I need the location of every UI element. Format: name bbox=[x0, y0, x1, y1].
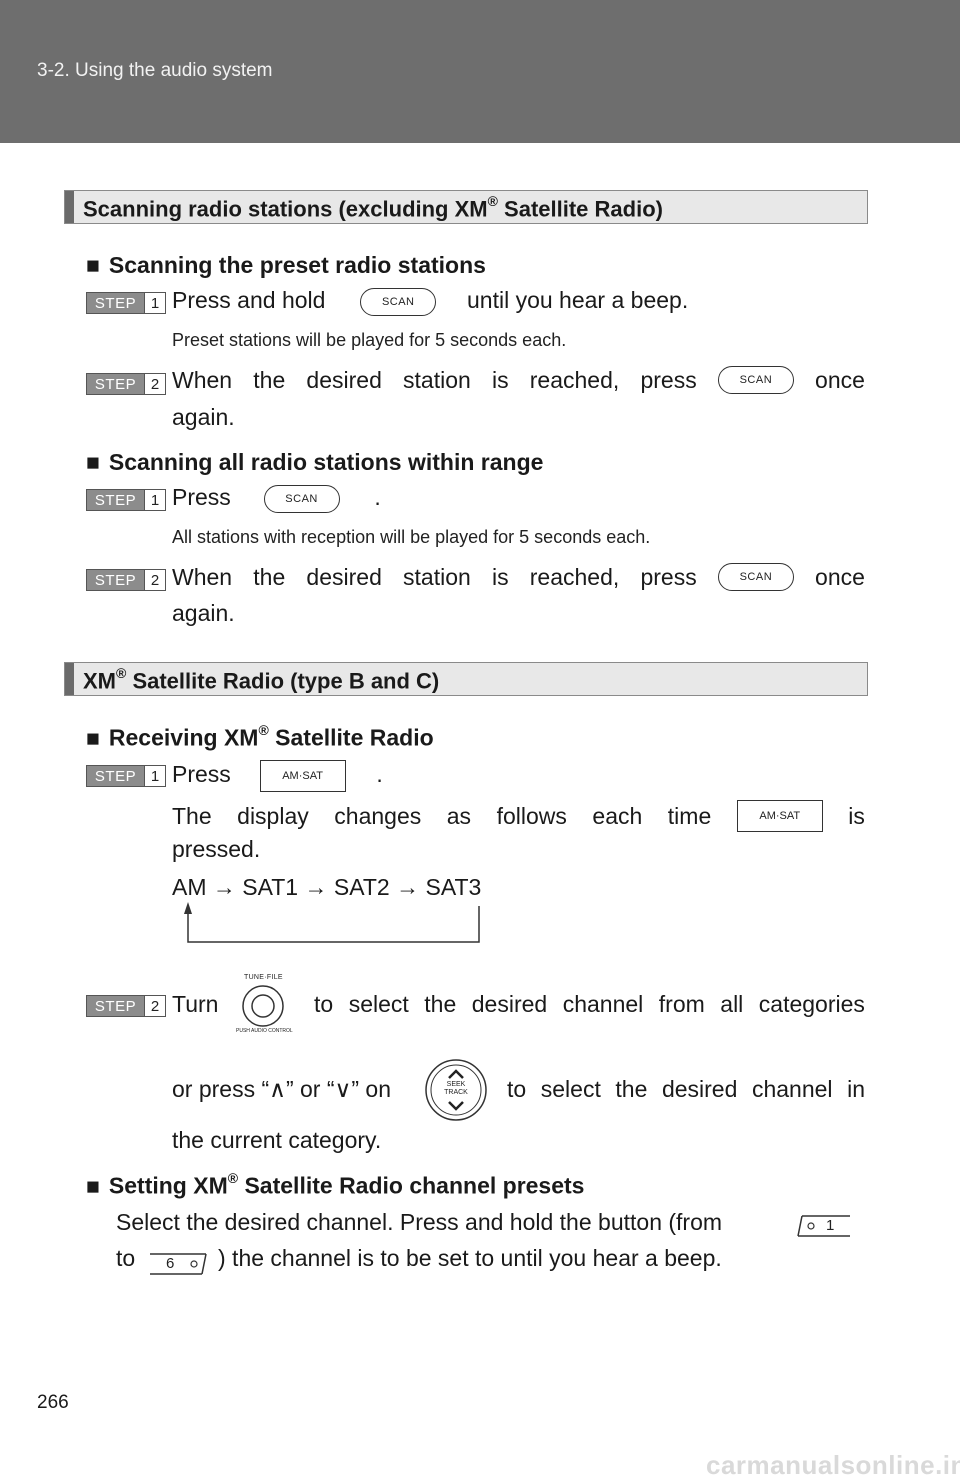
knob-label: PUSH AUDIO CONTROL bbox=[236, 1028, 293, 1034]
instruction-line: to select the desired channel from all c… bbox=[314, 991, 865, 1017]
section-heading-xm: XM® Satellite Radio (type B and C) bbox=[64, 662, 868, 696]
instruction-line: When the desired station is reached, pre… bbox=[172, 563, 865, 591]
instruction-line: the current category. bbox=[172, 1127, 382, 1153]
section-heading-scanning: Scanning radio stations (excluding XM® S… bbox=[64, 190, 868, 224]
scan-button: SCAN bbox=[717, 563, 794, 591]
am-sat-button: AM·SAT bbox=[736, 800, 823, 832]
note-text: Preset stations will be played for 5 sec… bbox=[172, 330, 567, 350]
page-number: 266 bbox=[37, 1392, 69, 1413]
watermark: carmanualsonline.info bbox=[706, 1450, 960, 1480]
preset-number: 1 bbox=[826, 1217, 835, 1234]
sequence-return-arrow bbox=[184, 902, 480, 943]
instruction-line: When the desired station is reached, pre… bbox=[172, 366, 865, 394]
instruction-line: The display changes as follows each time… bbox=[172, 800, 865, 832]
instruction-line: Select the desired channel. Press and ho… bbox=[116, 1209, 723, 1235]
knob-label: TUNE·FILE bbox=[244, 974, 283, 981]
preset-button-icon bbox=[797, 1215, 850, 1237]
instruction-line: Turn bbox=[172, 991, 219, 1017]
tune-file-knob: TUNE·FILE PUSH AUDIO CONTROL bbox=[232, 974, 294, 1038]
preset-number: 6 bbox=[166, 1255, 175, 1272]
subheading-receiving: ■Receiving XM® Satellite Radio bbox=[86, 722, 434, 751]
instruction-line: Press and hold SCAN until you hear a bee… bbox=[172, 287, 688, 316]
scan-button: SCAN bbox=[717, 366, 794, 394]
display-sequence: AM → SAT1 → SAT2 → SAT3 bbox=[172, 874, 482, 900]
preset-button-1: 1 bbox=[796, 1212, 854, 1240]
instruction-line: ) the channel is to be set to until you … bbox=[218, 1245, 722, 1271]
subheading-all-stations: ■Scanning all radio stations within rang… bbox=[86, 449, 544, 475]
section-heading-text: XM® Satellite Radio (type B and C) bbox=[83, 665, 440, 694]
header-band bbox=[0, 0, 960, 143]
preset-button-icon bbox=[150, 1253, 207, 1275]
scan-button: SCAN bbox=[360, 287, 437, 316]
am-sat-button: AM·SAT bbox=[259, 760, 346, 792]
instruction-line: again. bbox=[172, 404, 235, 430]
instruction-line: Press SCAN . bbox=[172, 484, 381, 513]
instruction-line: pressed. bbox=[172, 836, 261, 862]
preset-button-6: 6 bbox=[148, 1250, 210, 1278]
seek-track-icon bbox=[425, 1059, 487, 1121]
heading-bar bbox=[65, 191, 74, 223]
heading-bar bbox=[65, 663, 74, 695]
instruction-line: or press “∧” or “∨” on bbox=[172, 1076, 391, 1102]
section-heading-text: Scanning radio stations (excluding XM® S… bbox=[83, 193, 663, 222]
subheading-preset: ■Scanning the preset radio stations bbox=[86, 252, 486, 278]
subheading-presets: ■Setting XM® Satellite Radio channel pre… bbox=[86, 1170, 585, 1199]
instruction-line: again. bbox=[172, 600, 235, 626]
section-breadcrumb: 3-2. Using the audio system bbox=[37, 60, 273, 81]
instruction-line: Press AM·SAT . bbox=[172, 760, 383, 792]
instruction-line: to select the desired channel in bbox=[507, 1076, 865, 1102]
scan-button: SCAN bbox=[263, 484, 340, 513]
instruction-line: to bbox=[116, 1245, 136, 1271]
knob-icon bbox=[242, 985, 284, 1027]
note-text: All stations with reception will be play… bbox=[172, 527, 651, 547]
